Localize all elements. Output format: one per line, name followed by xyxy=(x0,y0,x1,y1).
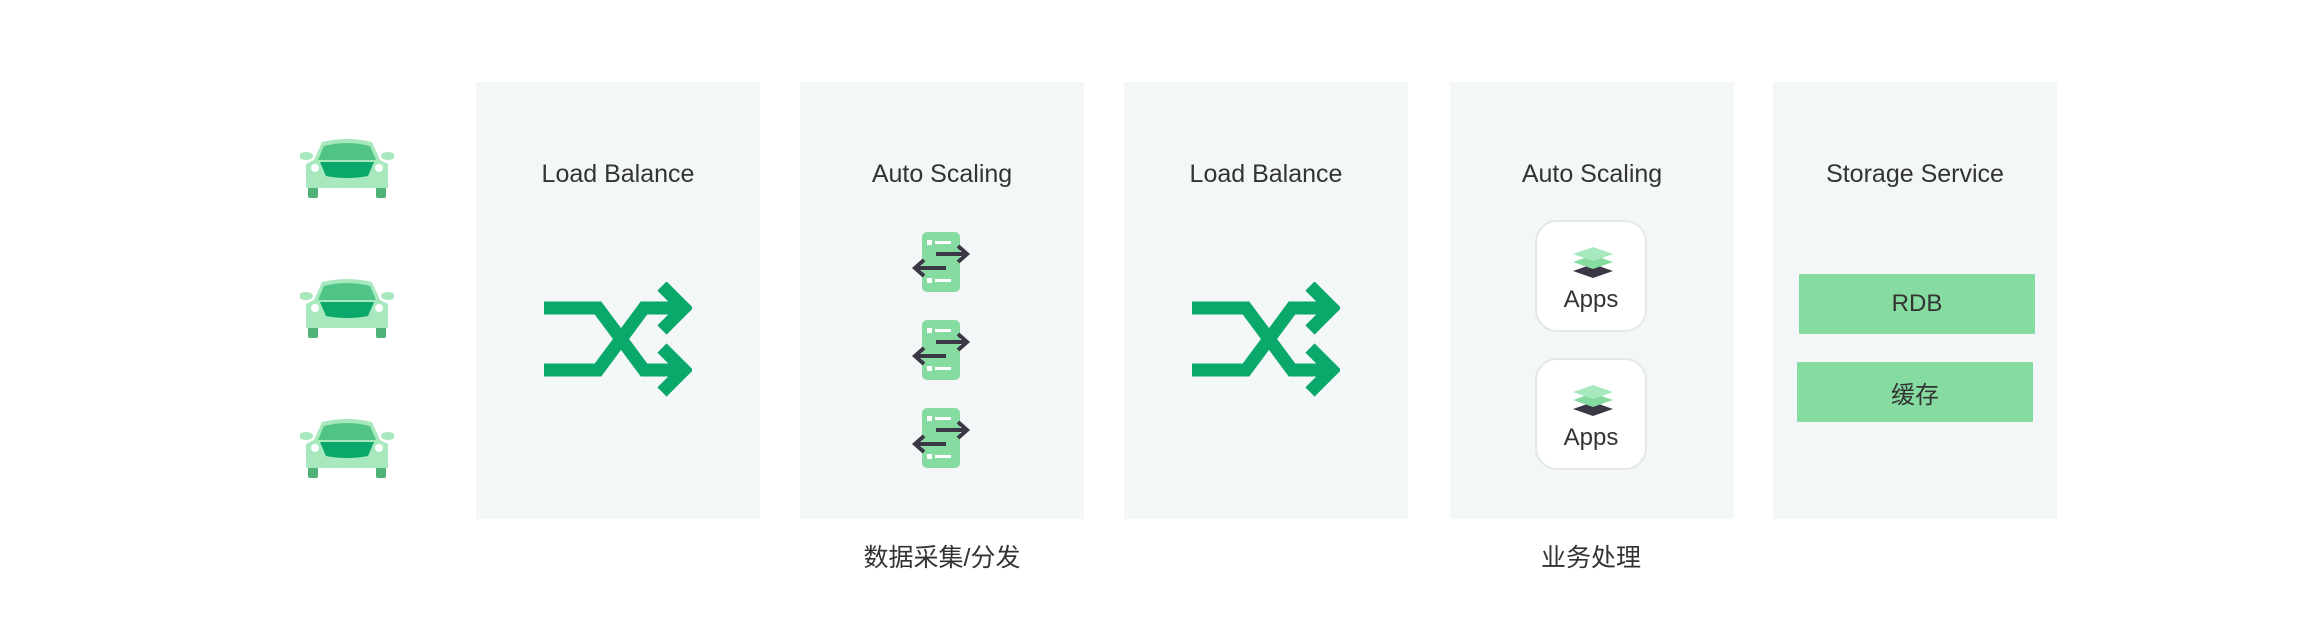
server-transfer-icon xyxy=(910,230,974,294)
panel-title: Auto Scaling xyxy=(871,160,1013,188)
server-transfer-icon xyxy=(910,406,974,470)
auto-scaling-panel: Auto Scaling xyxy=(800,82,1084,519)
data-collection-label: 数据采集/分发 xyxy=(863,544,1021,572)
app-card: Apps xyxy=(1535,220,1647,332)
shuffle-icon xyxy=(544,282,692,402)
panel-title: Load Balance xyxy=(1189,160,1343,188)
server-transfer-icon xyxy=(910,318,974,382)
car-icon xyxy=(300,278,394,342)
panel-title: Storage Service xyxy=(1826,160,2004,188)
business-label: 业务处理 xyxy=(1540,544,1641,572)
layers-icon xyxy=(1571,384,1615,418)
panel-title: Auto Scaling xyxy=(1521,160,1663,188)
shuffle-icon xyxy=(1192,282,1340,402)
app-card: Apps xyxy=(1535,358,1647,470)
rdb-box: RDB xyxy=(1799,274,2035,334)
layers-icon xyxy=(1571,246,1615,280)
load-balance-panel: Load Balance xyxy=(1124,82,1408,519)
storage-service-panel: Storage Service RDB 缓存 xyxy=(1773,82,2057,519)
app-label: Apps xyxy=(1563,286,1619,313)
panel-title: Load Balance xyxy=(541,160,695,188)
auto-scaling-apps-panel: Auto Scaling Apps Apps xyxy=(1450,82,1734,519)
car-icon xyxy=(300,418,394,482)
cache-box: 缓存 xyxy=(1797,362,2033,422)
load-balance-panel: Load Balance xyxy=(476,82,760,519)
car-icon xyxy=(300,138,394,202)
app-label: Apps xyxy=(1563,424,1619,451)
